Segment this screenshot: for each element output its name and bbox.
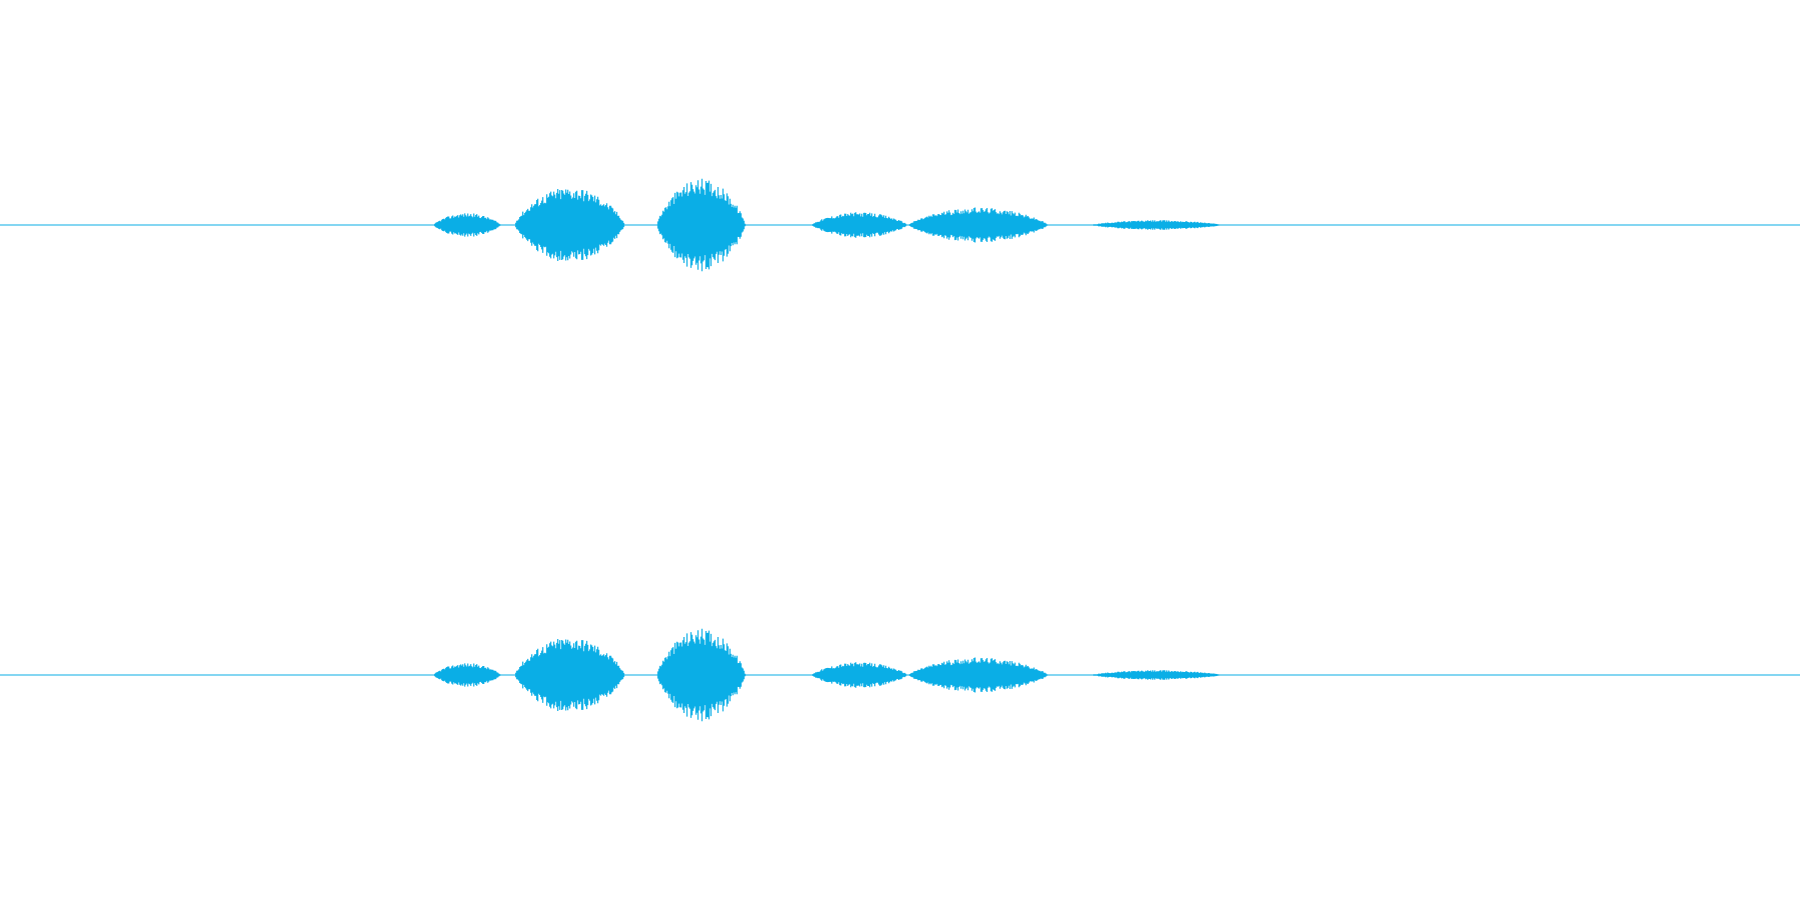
waveform-segment: [812, 662, 908, 688]
waveform-segment: [909, 657, 1048, 693]
waveform-segment: [657, 628, 746, 722]
waveform-segment: [812, 212, 908, 238]
waveform-segment: [515, 639, 625, 711]
waveform-segment: [515, 189, 625, 261]
waveform-channel-left: [0, 178, 1800, 272]
waveform-segment: [434, 213, 501, 237]
waveform-segment: [1091, 670, 1223, 680]
waveform-segment: [434, 663, 501, 687]
waveform-channel-right: [0, 628, 1800, 722]
waveform-segment: [657, 178, 746, 272]
waveform-segment: [909, 207, 1048, 243]
waveform-segment: [1091, 220, 1223, 230]
